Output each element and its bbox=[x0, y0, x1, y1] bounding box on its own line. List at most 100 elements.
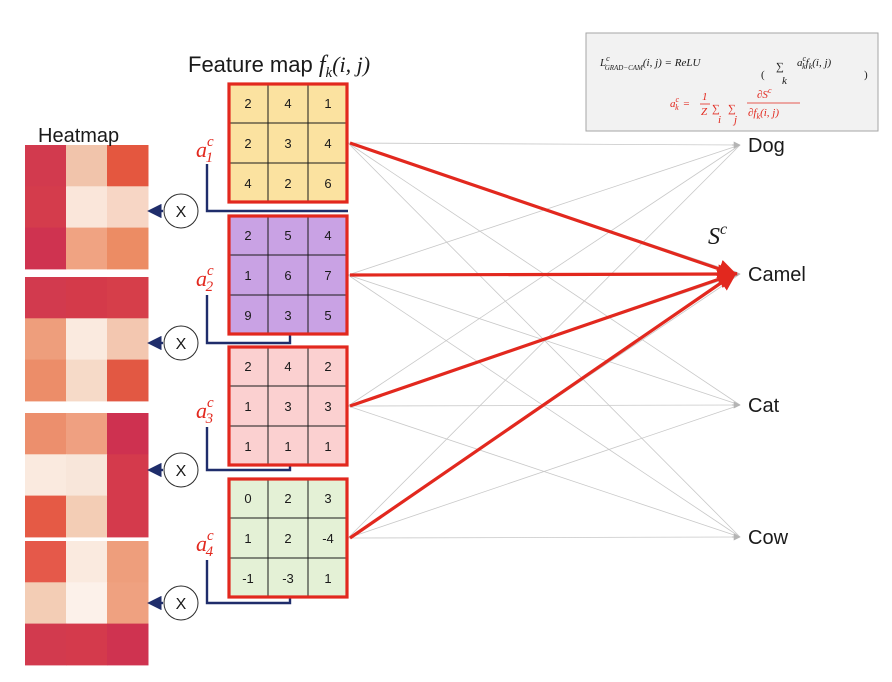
heatmap-3 bbox=[25, 413, 149, 538]
heatmap-4-cell-2-2 bbox=[107, 623, 149, 666]
feature-map-1-value-1-1: 3 bbox=[284, 136, 291, 151]
feature-map-4-value-0-1: 2 bbox=[284, 491, 291, 506]
formula-sum-1-index: k bbox=[782, 75, 788, 87]
feature-map-3-value-2-0: 1 bbox=[244, 439, 251, 454]
weight-label-2-sub: 2 bbox=[206, 279, 214, 295]
heatmap-1-cell-1-2 bbox=[107, 186, 149, 229]
connection-fm4-cow bbox=[347, 536, 741, 539]
heatmap-2-cell-2-2 bbox=[107, 359, 149, 402]
feature-map-1-value-0-2: 1 bbox=[324, 96, 331, 111]
weight-label-3-base: a bbox=[196, 398, 207, 423]
formula-l1-lhs-sup: c bbox=[606, 54, 610, 63]
feature-map-2-value-2-1: 3 bbox=[284, 308, 291, 323]
heatmap-4-cell-1-1 bbox=[66, 582, 108, 625]
feature-map-1-background bbox=[228, 83, 348, 203]
score-label-base: S bbox=[708, 224, 720, 250]
heatmap-label: Heatmap bbox=[38, 125, 119, 147]
feature-map-title-text: Feature map bbox=[188, 52, 319, 77]
formula-l1-term-args: (i, j) bbox=[812, 57, 831, 69]
formula-l2-frac-den: Z bbox=[701, 106, 708, 118]
multiply-symbol-3: X bbox=[176, 463, 187, 480]
feature-map-1-value-0-0: 2 bbox=[244, 96, 251, 111]
heatmap-1-cell-2-1 bbox=[66, 227, 108, 270]
feature-map-3-value-0-1: 4 bbox=[284, 359, 291, 374]
formula-l2-grad-den: ∂fk(i, j) bbox=[748, 107, 779, 121]
heatmap-4-cell-1-0 bbox=[25, 582, 67, 625]
class-label-cow: Cow bbox=[748, 527, 789, 549]
heatmap-4-cell-0-2 bbox=[107, 541, 149, 583]
weight-label-1-sup: c bbox=[207, 134, 214, 150]
feature-map-4-background bbox=[228, 478, 348, 598]
highlight-connection-fm2 bbox=[349, 264, 738, 284]
connection-fm4-cat bbox=[347, 404, 741, 539]
heatmap-2-cell-1-0 bbox=[25, 318, 67, 361]
feature-map-4-value-0-2: 3 bbox=[324, 491, 331, 506]
highlight-connection-fm3 bbox=[349, 269, 738, 408]
feature-map-2-value-0-0: 2 bbox=[244, 228, 251, 243]
formula-l2-sum-i-index: i bbox=[718, 114, 721, 126]
formula-l1-term-fsub: k bbox=[809, 62, 813, 71]
formula-l1-term-f: f bbox=[806, 57, 811, 69]
formula-paren-left: ( bbox=[761, 69, 765, 81]
feature-map-2-value-0-1: 5 bbox=[284, 228, 291, 243]
feature-map-title: Feature map fk(i, j) bbox=[188, 52, 370, 81]
feature-map-4-value-1-2: -4 bbox=[322, 531, 334, 546]
heatmap-3-cell-0-2 bbox=[107, 413, 149, 455]
feature-map-4-border bbox=[227, 477, 349, 599]
multiply-connector-1 bbox=[205, 164, 348, 213]
formula-l1-lhs: L bbox=[599, 57, 606, 69]
heatmap-4 bbox=[25, 541, 149, 666]
multiply-node-group-3: X bbox=[147, 427, 292, 488]
weight-label-2-base: a bbox=[196, 266, 207, 291]
multiply-connector-4 bbox=[205, 560, 292, 605]
multiply-connector-3 bbox=[205, 427, 292, 472]
multiply-symbol-4: X bbox=[176, 596, 187, 613]
formula-l2-frac-num: 1 bbox=[702, 91, 708, 103]
heatmap-4-cell-2-1 bbox=[66, 623, 108, 666]
multiply-node-2 bbox=[163, 325, 199, 361]
heatmap-3-cell-2-0 bbox=[25, 495, 67, 538]
feature-map-4-value-2-1: -3 bbox=[282, 571, 294, 586]
heatmap-3-cell-0-0 bbox=[25, 413, 67, 455]
feature-map-3-background bbox=[228, 346, 348, 466]
feature-map-3-value-2-1: 1 bbox=[284, 439, 291, 454]
formula-l2-sup: c bbox=[676, 95, 680, 104]
weight-label-1-base: a bbox=[196, 137, 207, 162]
heatmap-1-cell-0-2 bbox=[107, 145, 149, 187]
feature-map-2-border bbox=[227, 214, 349, 336]
formula-l2-grad-den-args: (i, j) bbox=[760, 107, 779, 119]
multiply-nodes: X X X X bbox=[147, 164, 348, 621]
feature-map-1-value-2-0: 4 bbox=[244, 176, 251, 191]
multiply-node-1 bbox=[163, 193, 199, 229]
weight-label-3-sup: c bbox=[207, 395, 214, 411]
feature-map-4-value-1-1: 2 bbox=[284, 531, 291, 546]
formula-l2-sum-j-index: j bbox=[732, 114, 737, 126]
connection-fm1-dog bbox=[347, 142, 741, 146]
multiply-symbol-2: X bbox=[176, 336, 187, 353]
formula-l2-grad-num-sup: c bbox=[768, 86, 772, 95]
heatmap-4-cell-0-1 bbox=[66, 541, 108, 583]
weight-label-4-sup: c bbox=[207, 528, 214, 544]
heatmap-3-cell-0-1 bbox=[66, 413, 108, 455]
score-label-sup: c bbox=[720, 221, 727, 238]
feature-map-title-sub: k bbox=[326, 65, 333, 81]
weight-label-1-sub: 1 bbox=[206, 150, 214, 166]
heatmap-1-cell-1-0 bbox=[25, 186, 67, 229]
heatmap-2-cell-0-1 bbox=[66, 277, 108, 319]
multiply-node-group-1: X bbox=[147, 164, 348, 229]
feature-map-2-value-1-2: 7 bbox=[324, 268, 331, 283]
formula-sum-1: ∑ bbox=[776, 61, 784, 73]
feature-map-3-value-1-1: 3 bbox=[284, 399, 291, 414]
feature-map-2-value-1-0: 1 bbox=[244, 268, 251, 283]
weight-label-2-sup: c bbox=[207, 263, 214, 279]
class-label-dog: Dog bbox=[748, 135, 785, 157]
